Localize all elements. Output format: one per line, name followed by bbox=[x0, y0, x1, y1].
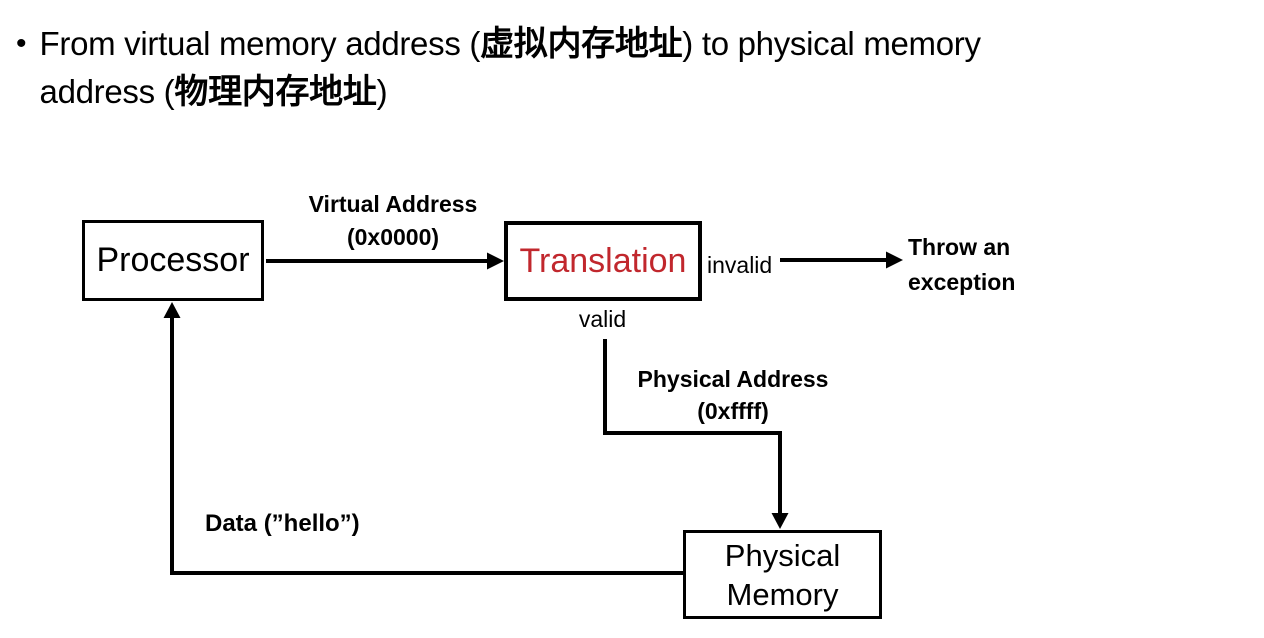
physical-address-label: Physical Address (0xffff) bbox=[613, 363, 853, 427]
throw-exception-label-line2: exception bbox=[908, 269, 1016, 295]
physical-address-label-line1: Physical Address bbox=[637, 366, 829, 392]
title-line2-chinese: 物理内存地址 bbox=[174, 72, 377, 112]
title-line-1: From virtual memory address (虚拟内存地址) to … bbox=[40, 20, 981, 68]
title-line2-en2: ) bbox=[376, 73, 388, 110]
throw-exception-label: Throw an exception bbox=[908, 230, 1015, 300]
valid-label: valid bbox=[578, 306, 627, 332]
virtual-address-label: Virtual Address (0x0000) bbox=[273, 188, 513, 254]
physical-memory-label-line1: Physical bbox=[724, 537, 841, 573]
title-line1-en2: ) to physical memory bbox=[682, 25, 981, 62]
title-line-2: address (物理内存地址) bbox=[40, 68, 981, 116]
data-arrowhead-icon bbox=[163, 302, 181, 318]
processor-box-label: Processor bbox=[96, 241, 250, 279]
throw-exception-label-line1: Throw an bbox=[908, 234, 1011, 260]
title-line1-chinese: 虚拟内存地址 bbox=[480, 24, 683, 64]
title-text: From virtual memory address (虚拟内存地址) to … bbox=[40, 20, 981, 116]
slide-title: • From virtual memory address (虚拟内存地址) t… bbox=[16, 20, 981, 116]
valid-arrowhead-icon bbox=[771, 513, 789, 529]
invalid-label: invalid bbox=[707, 252, 773, 278]
physical-memory-box: Physical Memory bbox=[683, 530, 882, 619]
virtual-address-arrowhead-icon bbox=[487, 252, 504, 270]
title-line1-en1: From virtual memory address ( bbox=[39, 25, 481, 62]
processor-box: Processor bbox=[82, 220, 264, 301]
title-line2-en1: address ( bbox=[39, 73, 175, 110]
bullet-icon: • bbox=[16, 27, 27, 60]
physical-memory-label-line2: Memory bbox=[726, 576, 839, 612]
invalid-arrowhead-icon bbox=[886, 251, 903, 269]
translation-box-label: Translation bbox=[519, 241, 687, 280]
virtual-address-label-line1: Virtual Address bbox=[308, 191, 478, 217]
virtual-address-label-line2: (0x0000) bbox=[346, 224, 440, 250]
data-hello-label: Data (”hello”) bbox=[205, 510, 360, 537]
physical-address-label-line2: (0xffff) bbox=[697, 398, 769, 424]
translation-box: Translation bbox=[504, 221, 702, 301]
